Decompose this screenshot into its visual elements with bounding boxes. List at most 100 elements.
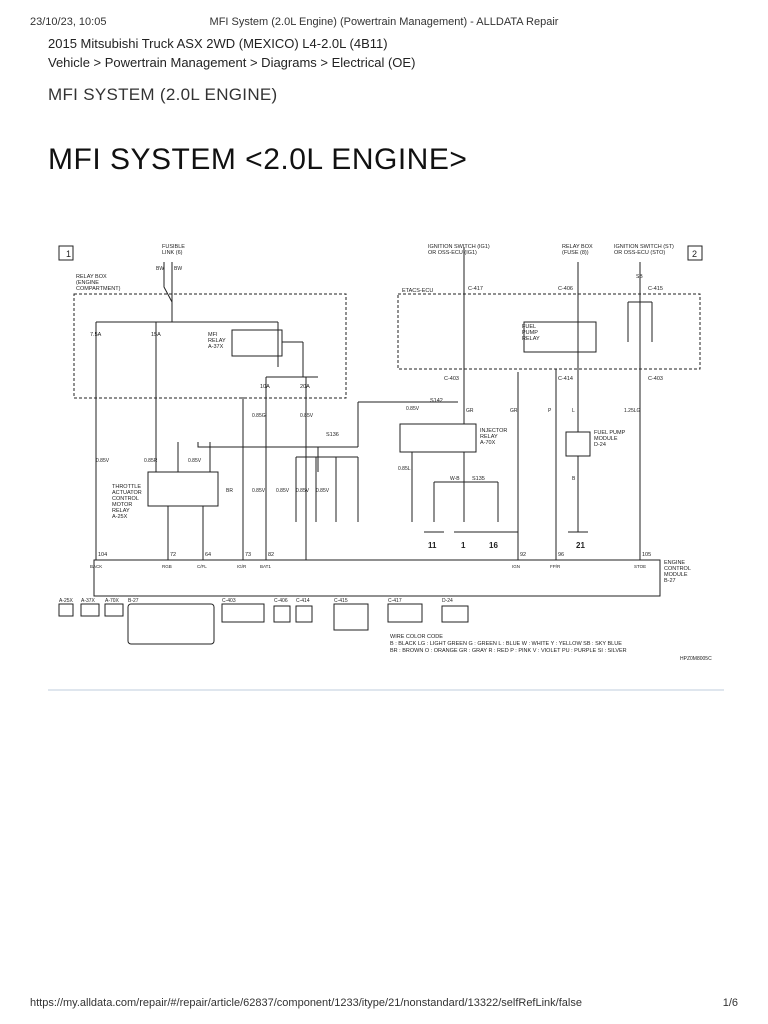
ecm-pin-number: 105 — [642, 552, 651, 558]
relay-box-engine-outline — [73, 293, 347, 399]
ecm-pin-number: 73 — [245, 552, 251, 558]
page-subtitle: MFI SYSTEM (2.0L ENGINE) — [48, 85, 278, 104]
etacs-outline — [397, 293, 701, 370]
frame-number-right: 2 — [692, 249, 697, 259]
fuse-7-5a-label: 7.5A — [90, 332, 102, 338]
mfi-relay-box — [231, 329, 283, 357]
print-tab-title: MFI System (2.0L Engine) (Powertrain Man… — [209, 16, 559, 28]
connector-strip-label: B-27 — [128, 598, 139, 604]
throttle-relay-box — [147, 471, 219, 507]
ground-1-label: 1 — [461, 541, 466, 550]
ecm-pin-number: 72 — [170, 552, 176, 558]
connector-strip-label: A-25X — [59, 598, 74, 604]
fuel-pump-module-box — [565, 431, 591, 457]
wire-color-label: 0.85V — [252, 488, 266, 494]
page-number: 1/6 — [722, 997, 738, 1009]
injector-relay-box — [399, 423, 477, 453]
ground-16-label: 16 — [489, 541, 498, 550]
connector-c415-label: C-415 — [648, 286, 663, 292]
ecm-pin-name: FP/R — [550, 564, 561, 569]
wire-color-label: 0.85V — [296, 488, 310, 494]
connector-c417-label: C-417 — [468, 286, 483, 292]
wire-color-label: 0.85V — [406, 406, 420, 412]
splice-s142-label: S142 — [430, 398, 443, 404]
wire-color-label: 0.85G — [252, 413, 266, 419]
connector-c403-left-label: C-403 — [444, 376, 459, 382]
ecm-pin-name: IGN — [512, 564, 520, 569]
wire-color-label: GR — [510, 408, 518, 414]
wire-color-label: 0.85V — [96, 458, 110, 464]
wire-color-label: 0.85V — [276, 488, 290, 494]
frame-marker-right — [687, 245, 703, 261]
splice-s135-label: S135 — [472, 476, 485, 482]
connector-c414-label: C-414 — [558, 376, 573, 382]
ecm-pin-name: IG/R — [237, 564, 247, 569]
ecm-pin-number: 96 — [558, 552, 564, 558]
wire-color-legend-line2: BR : BROWN O : ORANGE GR : GRAY R : RED … — [390, 648, 627, 654]
wire-color-label: W-B — [450, 476, 460, 482]
wire-color-label: BW — [174, 266, 182, 272]
page-url[interactable]: https://my.alldata.com/repair/#/repair/a… — [30, 997, 582, 1009]
figure-id: HPZ0M8005C — [680, 656, 712, 662]
frame-number-left: 1 — [66, 249, 71, 259]
wire-color-label: BR — [226, 488, 233, 494]
wire-color-label: 0.85L — [398, 466, 411, 472]
wire-color-label: 0.85V — [316, 488, 330, 494]
connector-strip-label: A-37X — [81, 598, 96, 604]
b27-connector-outline — [127, 603, 215, 645]
wire-color-label: L — [572, 408, 575, 414]
ecm-pin-number: 64 — [205, 552, 211, 558]
etacs-ecu-label: ETACS-ECU — [402, 288, 433, 294]
ignition-switch-st-label: IGNITION SWITCH (ST)OR OSS-ECU (STO) — [614, 244, 674, 256]
fuel-pump-relay-box — [523, 321, 597, 353]
fuse-10a-label: 10A — [260, 384, 270, 390]
connector-c406-label: C-406 — [558, 286, 573, 292]
connector-strip-label: C-406 — [274, 598, 288, 604]
connector-strip-label: C-417 — [388, 598, 402, 604]
ecm-pin-number: 82 — [268, 552, 274, 558]
connector-strip-label: C-403 — [222, 598, 236, 604]
fuse-20a-label: 20A — [300, 384, 310, 390]
relay-box-fuse-label: RELAY BOX(FUSE (8)) — [562, 244, 593, 256]
connector-strip-label: D-24 — [442, 598, 453, 604]
wire-color-label: SB — [636, 274, 643, 280]
wire-color-label: 0.85V — [188, 458, 202, 464]
connector-strip-label: A-70X — [105, 598, 120, 604]
splice-s136-label: S136 — [326, 432, 339, 438]
wire-color-label: 0.85V — [300, 413, 314, 419]
ecm-pin-name: C/FL — [197, 564, 207, 569]
page-title: MFI SYSTEM <2.0L ENGINE> — [48, 143, 468, 176]
ground-11-label: 11 — [428, 541, 437, 550]
wire-color-label: B — [572, 476, 576, 482]
wire-color-label: P — [548, 408, 552, 414]
connector-strip-label: C-415 — [334, 598, 348, 604]
ecm-outline — [93, 559, 661, 597]
ecm-pin-number: 104 — [98, 552, 107, 558]
ground-21-label: 21 — [576, 541, 585, 550]
vehicle-title: 2015 Mitsubishi Truck ASX 2WD (MEXICO) L… — [48, 36, 388, 51]
ecm-pin-name: STOE — [634, 564, 646, 569]
wire-color-label: 1.25LG — [624, 408, 641, 414]
wire-color-legend-title: WIRE COLOR CODE — [390, 634, 443, 640]
content-divider — [48, 689, 724, 691]
wire-color-label: 0.85R — [144, 458, 158, 464]
frame-marker-left — [58, 245, 74, 261]
wire-color-label: BW — [156, 266, 164, 272]
print-datetime: 23/10/23, 10:05 — [30, 16, 107, 28]
breadcrumb[interactable]: Vehicle > Powertrain Management > Diagra… — [48, 55, 416, 70]
connector-strip-label: C-414 — [296, 598, 310, 604]
ecm-pin-name: BAT1 — [260, 564, 271, 569]
connector-c403-right-label: C-403 — [648, 376, 663, 382]
fuse-15a-label: 15A — [151, 332, 161, 338]
ecm-pin-name: RGB — [162, 564, 172, 569]
